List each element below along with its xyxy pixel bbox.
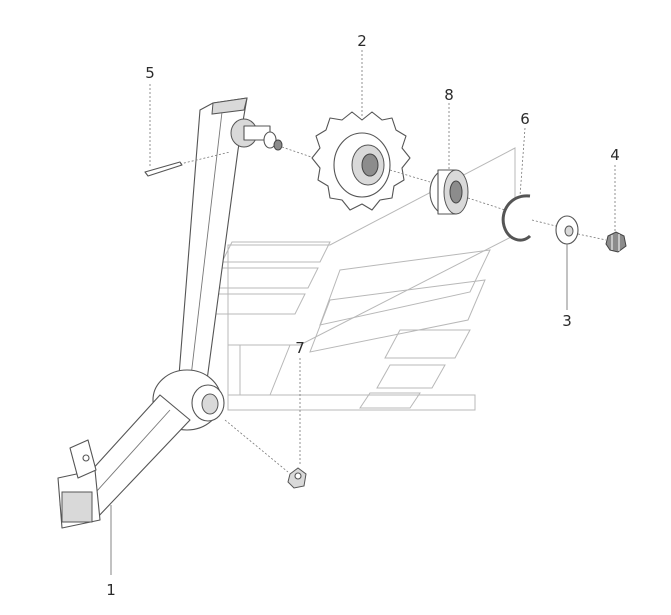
part-7-grease-nipple xyxy=(224,358,307,489)
callout-1: 1 xyxy=(106,581,116,599)
callout-5: 5 xyxy=(145,64,155,82)
watermark-logo xyxy=(196,147,516,411)
part-2-sprocket xyxy=(311,50,431,211)
callout-6: 6 xyxy=(520,110,530,128)
part-8-bearing xyxy=(429,103,506,215)
callout-7: 7 xyxy=(295,339,305,357)
part-3-washer xyxy=(555,215,607,310)
part-shaft xyxy=(230,118,321,161)
callout-3: 3 xyxy=(562,312,572,330)
callout-2: 2 xyxy=(357,32,367,50)
callout-8: 8 xyxy=(444,86,454,104)
part-5-cotter-pin xyxy=(144,84,231,177)
part-1-arm xyxy=(57,97,248,529)
part-6-circlip xyxy=(501,127,557,242)
callout-4: 4 xyxy=(610,146,620,164)
part-4-castle-nut xyxy=(605,165,627,253)
